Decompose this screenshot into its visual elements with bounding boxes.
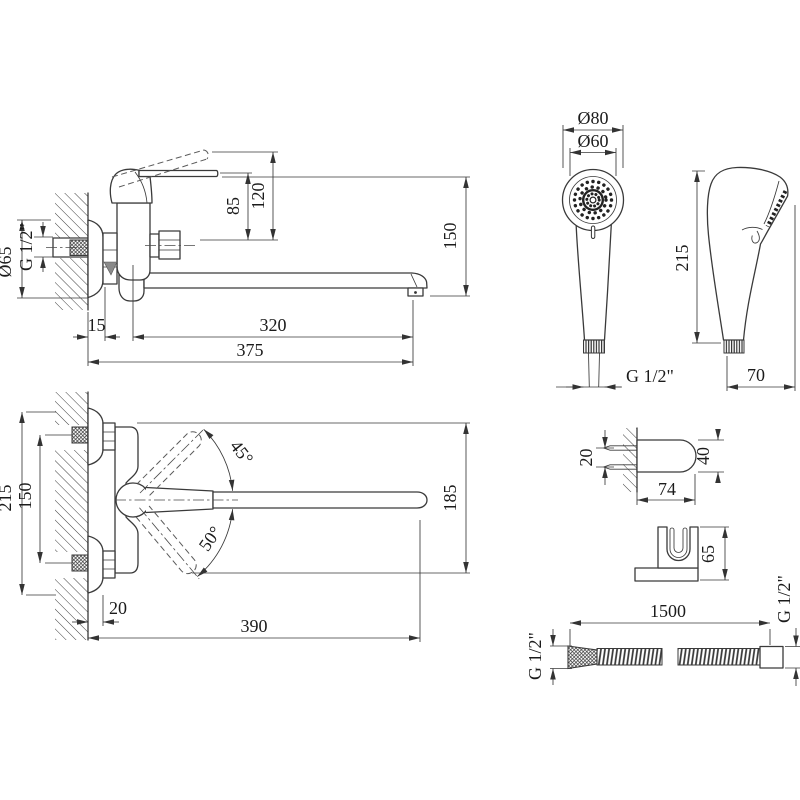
shower-side-outline [706,166,789,341]
dim-shower-thread-label: G 1/2" [626,366,674,386]
faucet-body [116,202,196,281]
angle-45-label: 45° [226,436,257,468]
flange-nut [102,232,118,285]
dim-hose-thread-left-label: G 1/2" [525,632,545,680]
hose-fitting-right [759,645,784,669]
hose-segment-1 [596,648,663,666]
angle-50-label: 50° [195,523,226,555]
dim-40-label: 40 [693,447,713,465]
dims-bracket-side: 20 40 74 [576,429,724,505]
dims-shower-front: Ø80 Ø60 G 1/2" [556,108,674,390]
bracket-body-side [636,439,697,473]
spout [143,272,428,297]
bracket-base [634,567,699,582]
view-shower-front: Ø80 Ø60 G 1/2" [556,108,674,390]
lever-handle [109,149,219,204]
wall-flange [87,219,118,299]
dim-65-label: 65 [698,545,718,563]
dim-215-top-label: 215 [0,485,15,512]
mode-switch-slot [590,225,596,239]
body-top-outline [114,426,139,574]
dim-15-label: 15 [88,315,106,335]
spray-face-edge [765,190,788,228]
eccentric-top-2 [71,554,89,572]
dim-85-label: 85 [223,197,243,215]
view-bracket-front: 65 [634,526,729,582]
dims-faucet-top: 215 150 185 20 390 [0,411,470,642]
dim-d60-label: Ø60 [578,131,609,151]
dim-wall-thread-label: G 1/2" [16,223,36,271]
view-faucet-side: Ø65 G 1/2" 85 120 150 15 320 375 [0,149,470,366]
dim-390-label: 390 [241,616,268,636]
spout-phantom-up [137,431,202,496]
dims-shower-side: 215 70 [672,170,796,391]
view-faucet-top: 45° 50° 215 150 185 20 390 [0,391,470,642]
shower-head-face [569,176,617,224]
handle-raised-phantom [111,149,209,188]
eccentric-top-1 [71,426,89,444]
clip-detail [741,226,763,244]
wall-section [55,192,89,311]
dim-215-side-label: 215 [672,245,692,272]
dim-20-top-label: 20 [109,598,127,618]
hose-ferrule-left [567,645,598,670]
view-shower-side: 215 70 [672,166,796,391]
flange-top-1 [87,407,104,466]
dims-faucet-side: Ø65 G 1/2" 85 120 150 15 320 375 [0,151,470,366]
dim-74-label: 74 [658,479,676,499]
dim-70-label: 70 [747,365,765,385]
dim-d80-label: Ø80 [578,108,609,128]
hose-stub [588,352,600,388]
bracket-body-front [657,526,699,569]
dim-120-label: 120 [248,183,268,210]
dim-150-label: 150 [440,223,460,250]
shower-side-thread [723,339,745,354]
spray-nozzles [572,179,614,221]
dim-hose-thread-right-label: G 1/2" [774,575,794,623]
dim-375-label: 375 [237,340,264,360]
dim-flange-dia-label: Ø65 [0,247,15,278]
hose-segment-2 [677,648,761,666]
shower-thread [583,339,605,354]
flange-top-2 [87,535,104,594]
dim-20-bracket-label: 20 [576,449,596,467]
shower-outlet-hex [158,230,181,260]
dim-150-top-label: 150 [15,483,35,510]
dims-hose: 1500 G 1/2" G 1/2" [525,575,800,686]
view-bracket-side: 20 40 74 [576,427,724,505]
dim-185-label: 185 [440,485,460,512]
holder-horseshoe [669,527,688,558]
view-hose: 1500 G 1/2" G 1/2" [525,575,800,686]
dim-320-label: 320 [260,315,287,335]
wall-section-top [55,391,89,641]
spout-phantom-down [135,505,197,575]
lower-outlet-cone [103,261,118,276]
dim-1500-label: 1500 [650,601,686,621]
dims-bracket-front: 65 [698,526,729,581]
